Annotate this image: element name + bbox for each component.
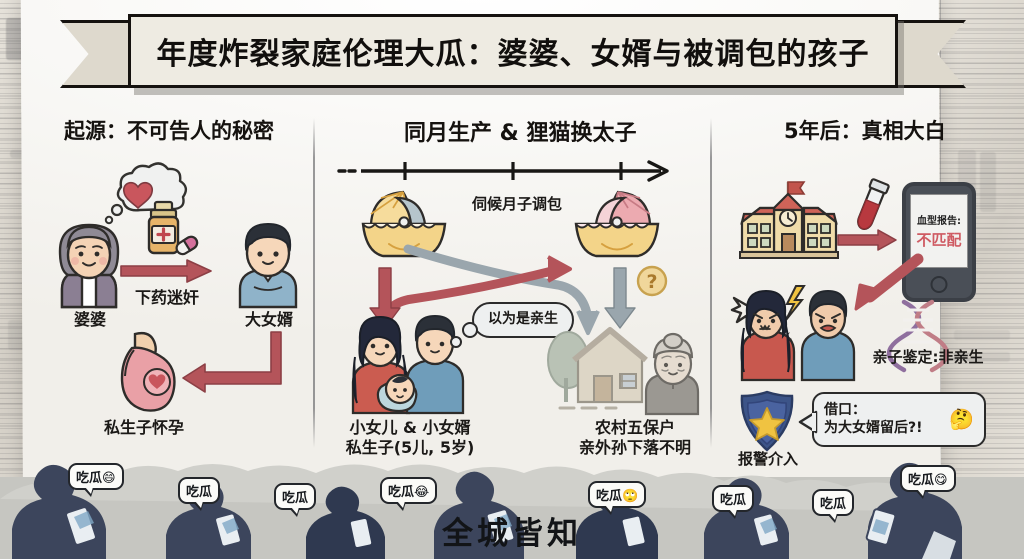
- svg-text:?: ?: [646, 271, 657, 293]
- crowd-bubble-1: 吃瓜😄: [68, 463, 124, 497]
- crowd-bubble-3: 吃瓜: [274, 483, 317, 517]
- blood-report-label: 血型报告:: [917, 216, 961, 227]
- caption-rural-line2: 亲外孙下落不明: [578, 438, 691, 458]
- arrow-to-couple: [850, 253, 924, 315]
- bubble-dot-2: [450, 335, 462, 348]
- panel-divider-2: [710, 118, 712, 448]
- medicine-bottle-icon: [140, 200, 199, 262]
- arrow-down-to-rural: [600, 267, 640, 330]
- heart-thought-bubble-icon: [95, 162, 188, 231]
- caption-drugging: 下药迷奸: [134, 288, 199, 307]
- bubble-emoji-5: 🙄: [622, 489, 639, 504]
- arrow-to-report: [836, 228, 898, 252]
- thought-text: 以为是亲生: [488, 311, 558, 327]
- caption-pregnancy: 私生子怀孕: [103, 418, 184, 437]
- title-plate: 年度炸裂家庭伦理大瓜：婆婆、女婿与被调包的孩子: [128, 14, 898, 88]
- caption-rural: 农村五保户 亲外孙下落不明: [560, 418, 710, 459]
- caption-young-family-line2: 私生子(5儿, 5岁): [345, 438, 475, 458]
- crowd-person-4: [430, 465, 560, 559]
- title-ribbon: 年度炸裂家庭伦理大瓜：婆婆、女婿与被调包的孩子: [60, 14, 966, 88]
- caption-police: 报警介入: [737, 450, 798, 468]
- caption-rural-line1: 农村五保户: [594, 418, 675, 437]
- dna-helix-icon: [886, 299, 950, 373]
- bubble-emoji-1: 😄: [102, 471, 116, 486]
- police-badge-icon: [738, 390, 796, 452]
- caption-mother-in-law: 婆婆: [73, 310, 106, 329]
- crowd-person-7: [840, 455, 974, 559]
- panel-swap: 同月生产 & 狸猫换太子: [388, 110, 653, 154]
- page-title: 年度炸裂家庭伦理大瓜：婆婆、女婿与被调包的孩子: [156, 37, 870, 72]
- crowd-bubble-8: 吃瓜😋: [900, 465, 956, 499]
- caption-elder-son-in-law: 大女婿: [244, 310, 293, 329]
- bubble-dot-1: [462, 321, 478, 338]
- panel-origin: 起源：不可告人的秘密: [44, 110, 306, 152]
- crowd-bubble-6: 吃瓜: [712, 485, 755, 519]
- phone-home-button[interactable]: [930, 276, 948, 293]
- rural-house-icon: [547, 318, 658, 414]
- crowd-person-1: [8, 459, 144, 559]
- young-family-figure: [345, 305, 475, 415]
- arrow-down-to-family: [365, 267, 405, 330]
- crowd-section: 吃瓜😄 吃瓜 吃瓜 吃瓜😂 吃瓜🙄 吃瓜: [0, 451, 1024, 559]
- crowd-person-6: [700, 471, 826, 559]
- mother-in-law-figure: [48, 215, 130, 309]
- crowd-person-2: [162, 473, 290, 559]
- blood-test-tube-icon: [848, 178, 892, 240]
- old-woman-icon: [640, 330, 706, 416]
- crowd-caption: 全城皆知: [442, 516, 582, 552]
- caption-swap-action: 伺候月子调包: [471, 195, 562, 213]
- bassinet-pink-icon: [568, 188, 666, 260]
- crowd-person-5: [570, 475, 694, 559]
- pregnant-belly-icon: [105, 330, 183, 416]
- caption-young-family: 小女儿 & 小女婿 私生子(5儿, 5岁): [330, 418, 490, 459]
- thought-bubble-assumed-biological: 以为是亲生: [450, 302, 574, 348]
- arrow-drugging: [119, 258, 213, 284]
- school-building-icon: [739, 180, 839, 260]
- panel-origin-header: 起源：不可告人的秘密: [44, 110, 294, 152]
- bubble-emoji-8: 😋: [934, 473, 948, 488]
- panel-truth-header: 5年后：真相大白: [764, 110, 966, 152]
- crowd-person-3: [300, 479, 422, 559]
- crowd-bubble-4: 吃瓜😂: [380, 477, 438, 511]
- speech-line-1: 借口：: [824, 402, 866, 418]
- crowd-bubble-7: 吃瓜: [812, 489, 855, 523]
- question-mark-icon: ?: [636, 265, 668, 297]
- caption-dna-test: 亲子鉴定:非亲生: [872, 348, 984, 366]
- speech-line-2: 为大女婿留后?!: [824, 419, 923, 436]
- angry-couple-figure: [728, 280, 864, 382]
- thinking-face-icon: 🤔: [949, 407, 974, 431]
- timeline-arrow-icon: [337, 158, 685, 184]
- panel-truth: 5年后：真相大白: [764, 110, 966, 152]
- crowd-bubble-2: 吃瓜: [178, 477, 221, 511]
- panel-swap-header: 同月生产 & 狸猫换太子: [404, 121, 637, 146]
- caption-young-family-line1: 小女儿 & 小女婿: [349, 418, 471, 437]
- speech-bubble-excuse: 借口： 为大女婿留后?! 🤔: [798, 392, 986, 447]
- arrow-to-pregnancy: [175, 330, 285, 402]
- smartphone-icon: 血型报告: 不匹配: [902, 182, 976, 302]
- crowd-bubble-5: 吃瓜🙄: [588, 481, 647, 515]
- bubble-emoji-4: 😂: [414, 485, 430, 500]
- crowd-back-row: [0, 464, 910, 511]
- blood-report-value: 不匹配: [916, 231, 962, 249]
- panel-divider-1: [313, 118, 315, 448]
- elder-son-in-law-figure: [228, 215, 308, 309]
